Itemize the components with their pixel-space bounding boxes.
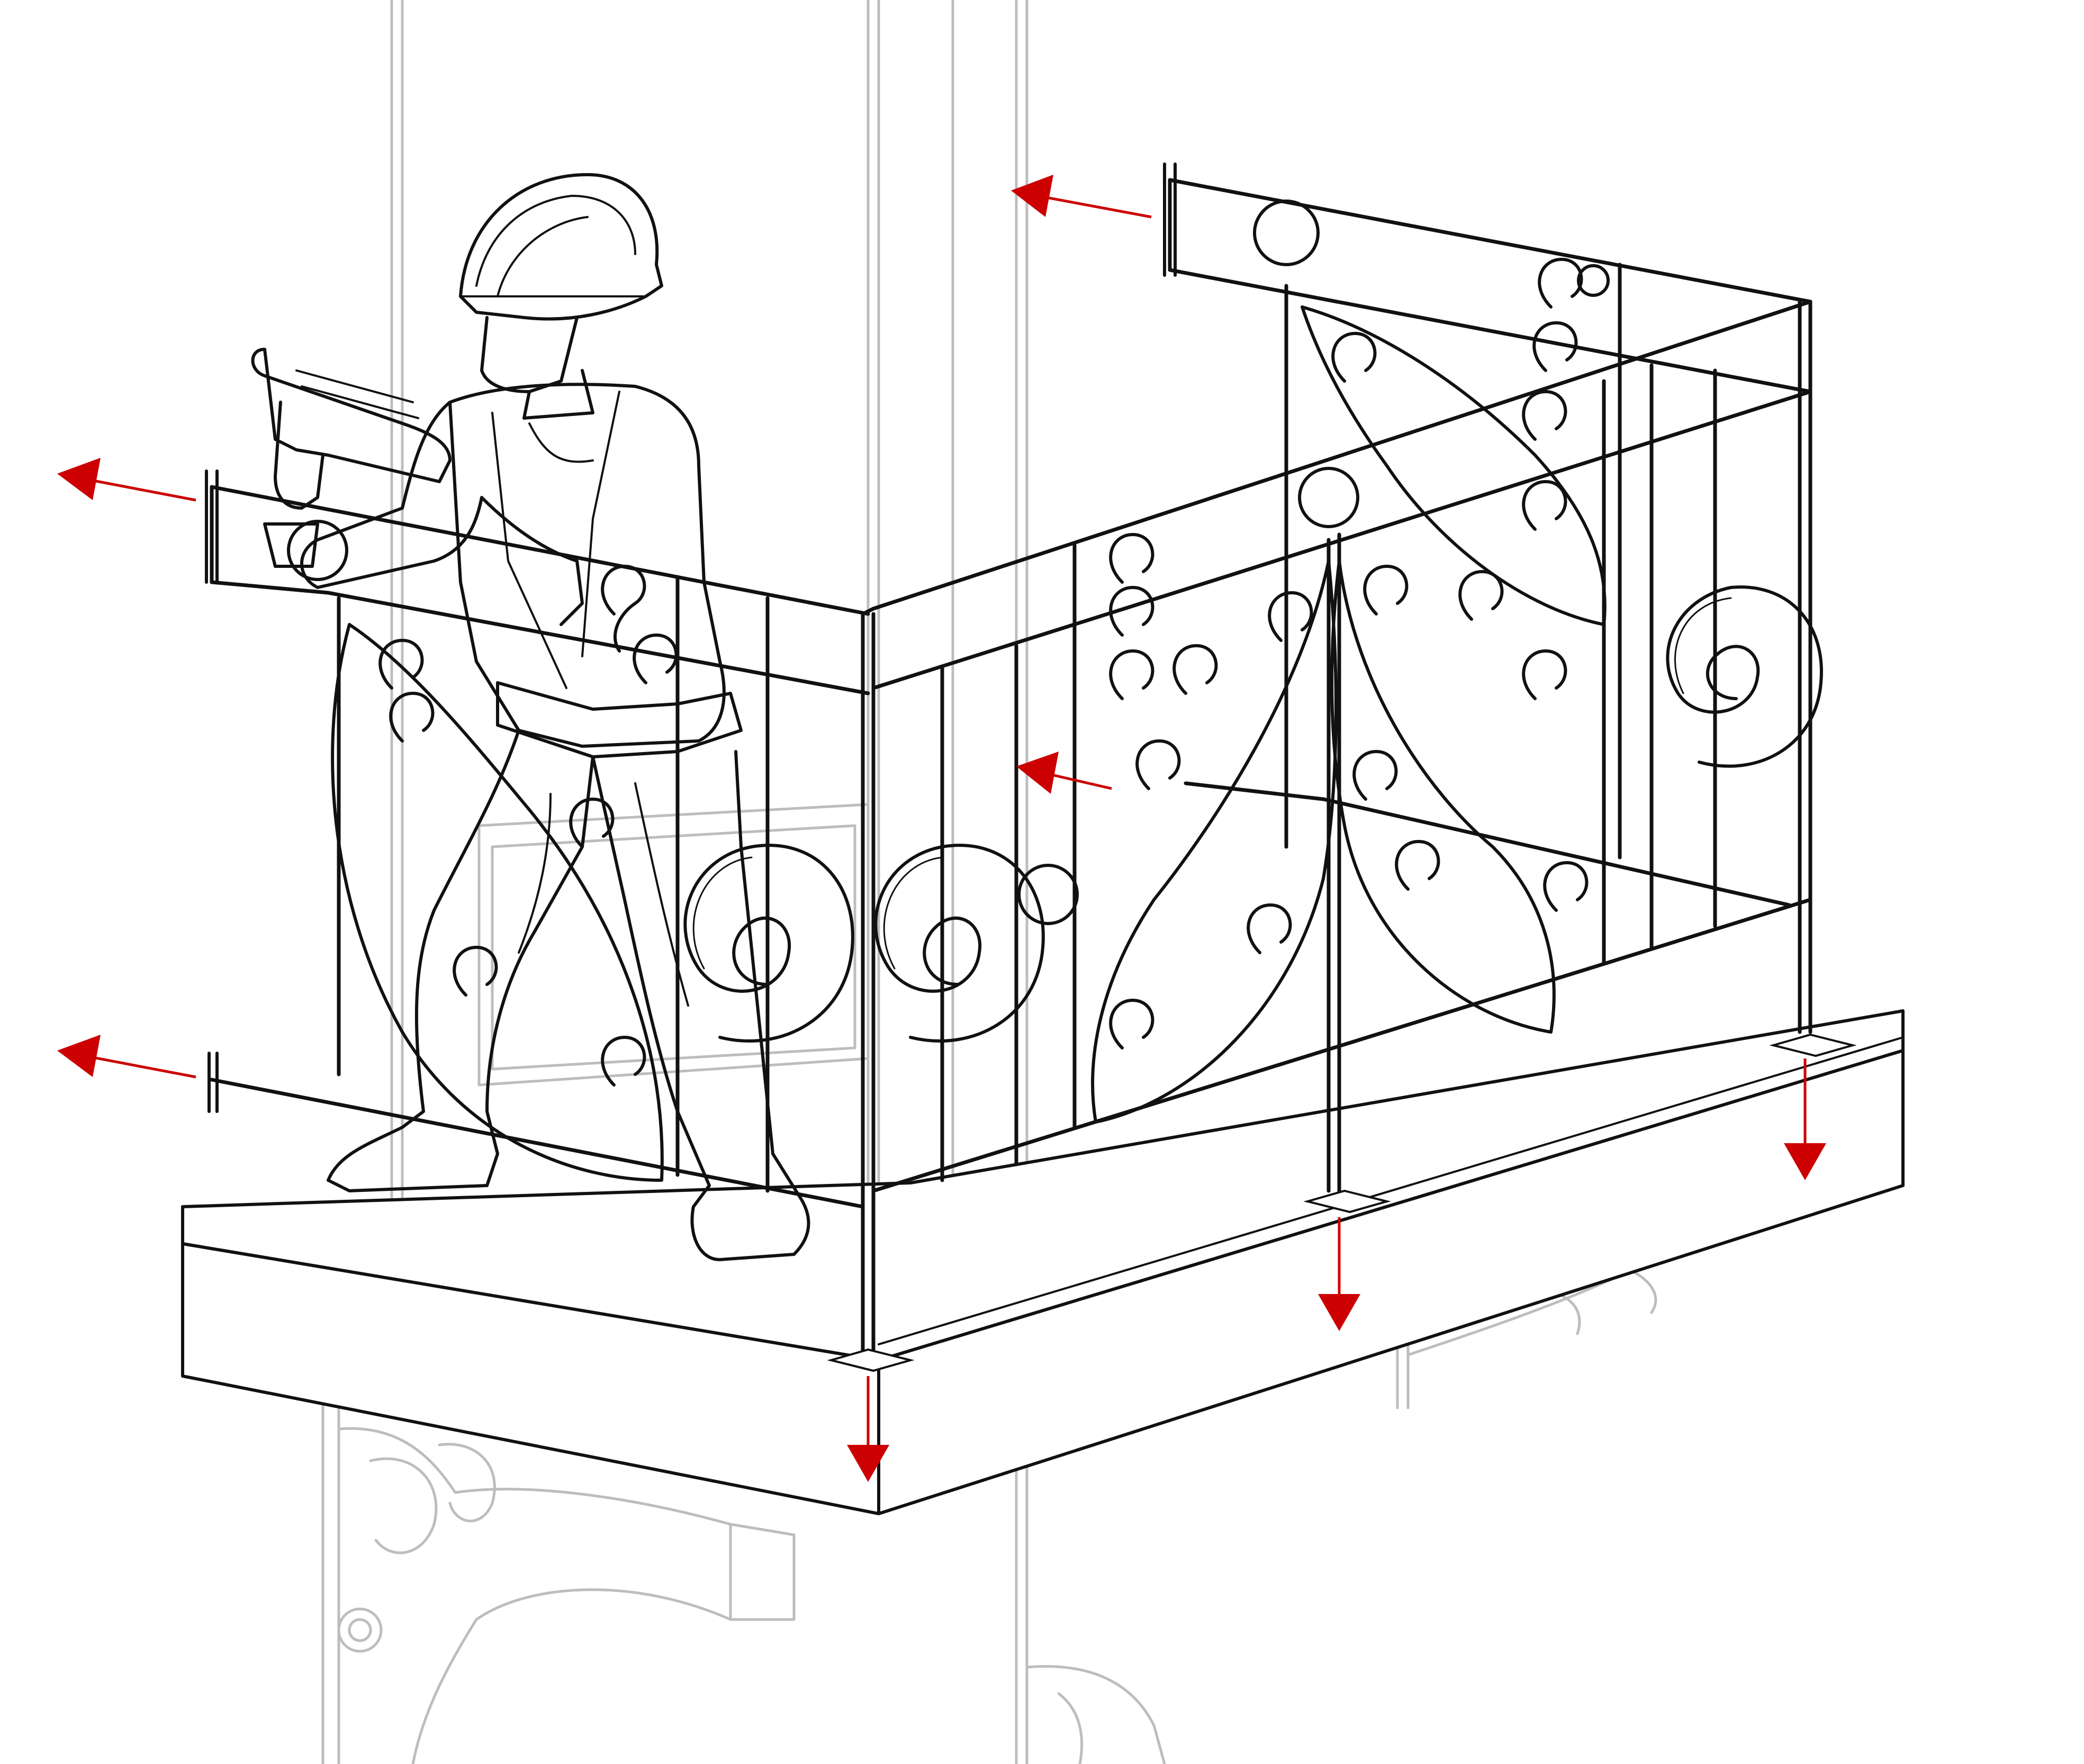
balcony-slab (181, 1009, 1905, 1515)
railing (205, 162, 1857, 1372)
leaf-ornament (331, 623, 664, 1182)
arrow-icon (1011, 175, 1152, 219)
rear-top-rail (1168, 178, 1812, 304)
floor-plate (1303, 1189, 1391, 1214)
worker-figure (251, 173, 810, 1261)
front-bottom-rail (210, 1078, 865, 1209)
leaf-ornament (1091, 559, 1338, 1124)
ghost-building (321, 0, 1657, 1764)
arrow-icon (1318, 1217, 1360, 1331)
side-mid-rail (871, 390, 1812, 690)
spiral-ornament (874, 844, 1045, 1043)
arrow-icon (57, 1035, 196, 1079)
arrow-icon (1784, 1059, 1826, 1180)
arrow-icon (1016, 752, 1112, 794)
side-bottom-rail (871, 898, 1812, 1193)
drill-icon (251, 348, 452, 483)
front-mid-rail (326, 591, 870, 695)
scroll-ornaments (378, 258, 1610, 1087)
arrow-icon (847, 1376, 889, 1482)
leaf-ornament (1330, 559, 1556, 1034)
force-arrows (57, 175, 1826, 1482)
arrow-icon (57, 458, 196, 502)
leaf-ornament (1301, 305, 1607, 626)
front-top-rail (210, 485, 870, 616)
side-top-rail (871, 300, 1812, 611)
spiral-ornament (1666, 585, 1823, 768)
helmet-icon (459, 173, 663, 321)
floor-plate (1769, 1033, 1857, 1057)
spiral-ornament (683, 844, 854, 1043)
floor-plate (827, 1348, 915, 1372)
